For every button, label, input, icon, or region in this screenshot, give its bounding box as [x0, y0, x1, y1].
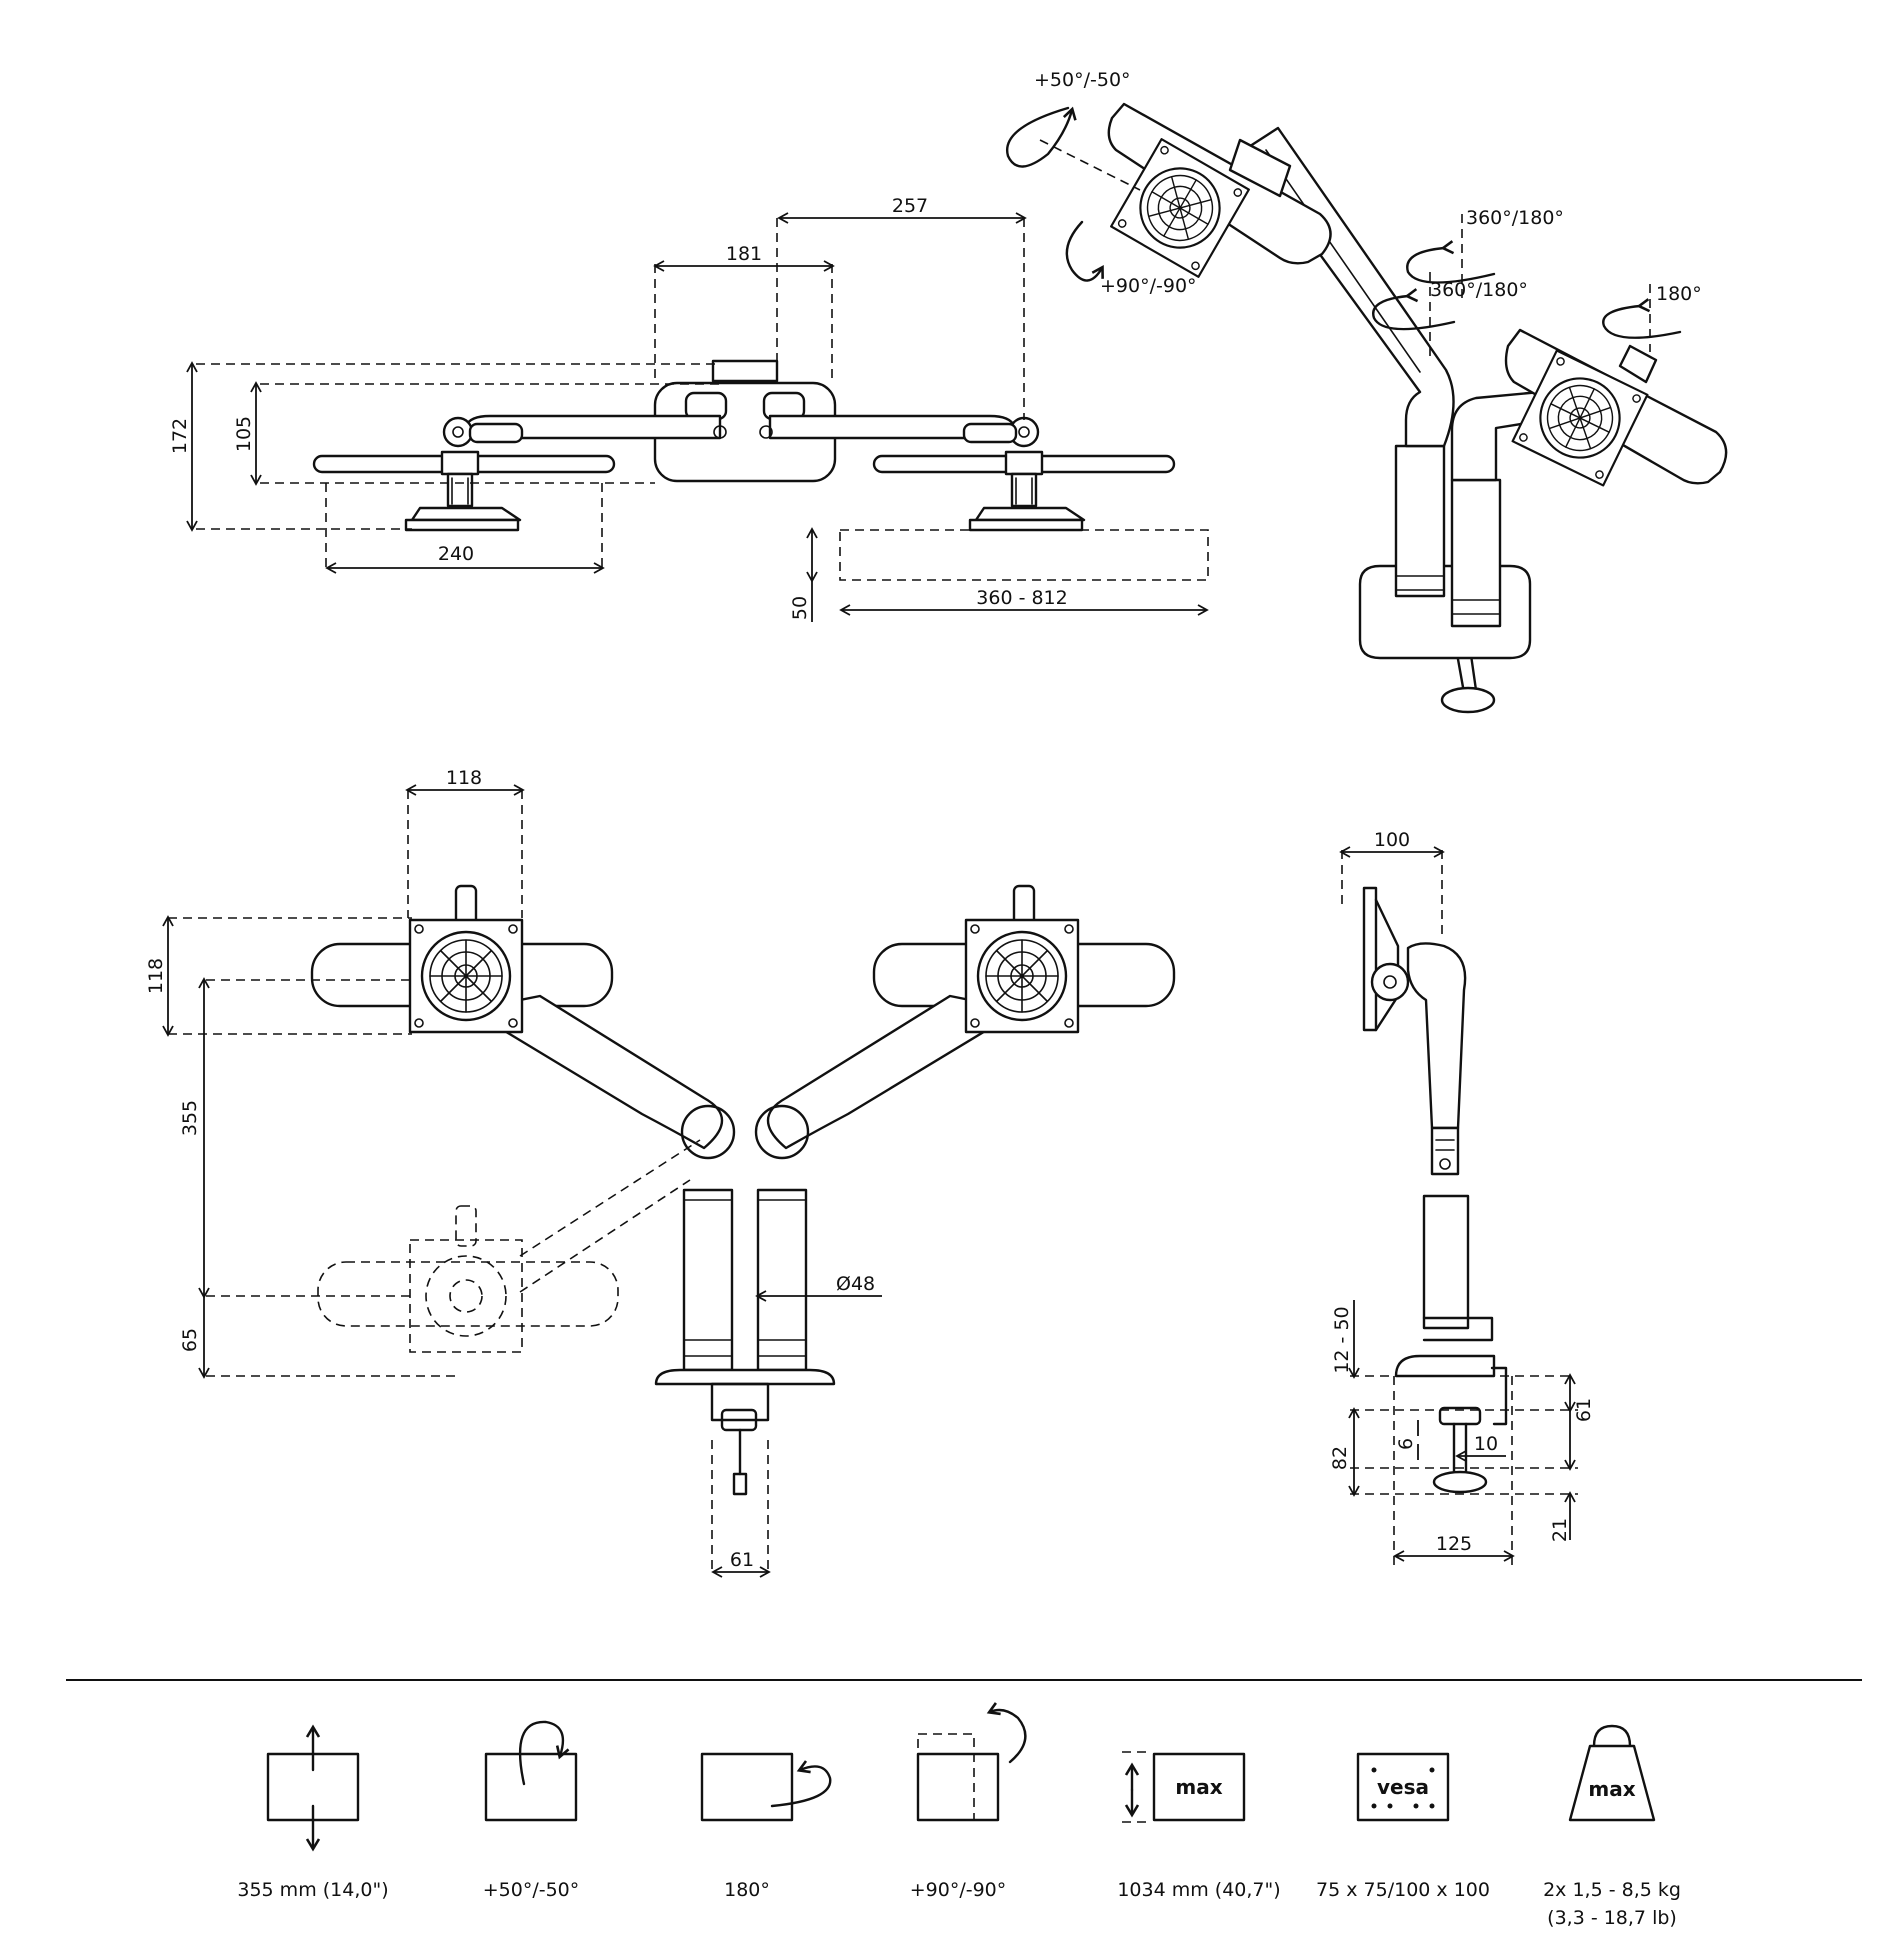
dim-6: 6 [1395, 1438, 1417, 1450]
feature-label-swivel: 180° [724, 1879, 770, 1901]
feature-label-max-size: 1034 mm (40,7") [1117, 1879, 1280, 1901]
dim-65: 65 [179, 1328, 201, 1352]
dim-360-812: 360 - 812 [976, 587, 1067, 609]
vesa-badge: vesa [1377, 1775, 1429, 1799]
tilt-icon [484, 1720, 578, 1822]
dim-181: 181 [726, 243, 762, 265]
feature-label-tilt: +50°/-50° [483, 1879, 580, 1901]
dim-240: 240 [438, 543, 474, 565]
dim-61-clamp: 61 [730, 1549, 754, 1571]
rot-rotate-label: +90°/-90° [1100, 275, 1197, 297]
rotate-icon [916, 1702, 1027, 1822]
dim-10: 10 [1474, 1433, 1498, 1455]
max-monitor-badge: max [1175, 1775, 1222, 1799]
dim-105: 105 [233, 416, 255, 452]
dim-50: 50 [789, 596, 811, 620]
weight-badge: max [1588, 1777, 1635, 1801]
dim-118-width: 118 [446, 767, 482, 789]
feature-icons-row: max vesa max 355 mm (14,0") +50°/-50° 18… [237, 1702, 1681, 1929]
weight-icon: max [1568, 1724, 1656, 1822]
rot-swivel-label-1: 360°/180° [1466, 207, 1564, 229]
dim-100: 100 [1374, 829, 1410, 851]
rot-180-label: 180° [1656, 283, 1702, 305]
dim-48-diameter: Ø48 [836, 1273, 875, 1295]
feature-label-weight: 2x 1,5 - 8,5 kg [1543, 1879, 1681, 1901]
dim-82: 82 [1329, 1446, 1351, 1470]
feature-label-rotate: +90°/-90° [910, 1879, 1007, 1901]
rot-swivel-label-2: 360°/180° [1430, 279, 1528, 301]
side-view: 100 12 - 50 61 82 6 10 21 125 [1329, 829, 1595, 1568]
feature-label-height: 355 mm (14,0") [237, 1879, 388, 1901]
feature-label-weight-lb: (3,3 - 18,7 lb) [1547, 1907, 1677, 1929]
swivel-icon [700, 1752, 832, 1822]
vesa-icon: vesa [1356, 1752, 1450, 1822]
feature-label-vesa: 75 x 75/100 x 100 [1316, 1879, 1490, 1901]
dim-125: 125 [1436, 1533, 1472, 1555]
dim-118-height: 118 [145, 958, 167, 994]
plan-view: 118 118 355 65 Ø48 61 [145, 767, 1176, 1578]
dim-61-side: 61 [1573, 1398, 1595, 1422]
dim-21: 21 [1549, 1518, 1571, 1542]
dim-257: 257 [892, 195, 928, 217]
dim-172: 172 [169, 418, 191, 454]
max-monitor-icon: max [1122, 1751, 1246, 1823]
height-adjust-icon [266, 1724, 360, 1852]
front-view: 257 181 172 105 240 50 360 - 812 [169, 195, 1209, 622]
rot-tilt-label: +50°/-50° [1034, 69, 1131, 91]
dim-12-50: 12 - 50 [1331, 1306, 1353, 1373]
perspective-view: +50°/-50° +90°/-90° 360°/180° 360°/180° … [1005, 69, 1728, 714]
dim-355: 355 [179, 1100, 201, 1136]
